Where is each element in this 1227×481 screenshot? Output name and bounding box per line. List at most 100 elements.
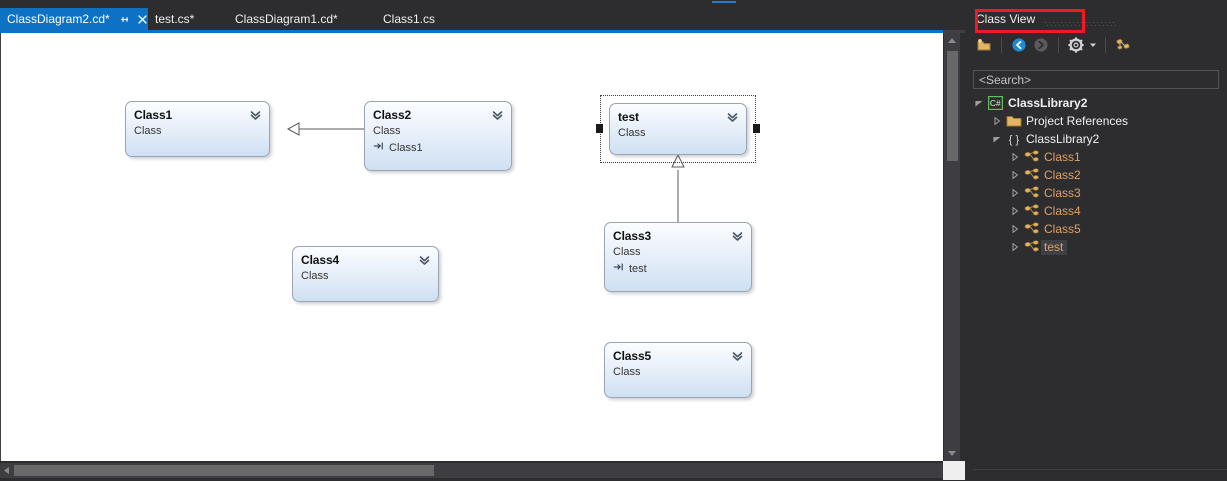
close-icon[interactable]	[137, 14, 148, 25]
class-view-tree-item-label: Class2	[1044, 168, 1081, 182]
class-shape-member-row[interactable]: Class1	[373, 141, 503, 155]
toolbar-separator	[1058, 37, 1059, 53]
expander-collapsed-icon[interactable]	[1007, 221, 1023, 237]
document-tab-label: ClassDiagram1.cd*	[235, 12, 338, 26]
forward-button[interactable]	[1030, 34, 1052, 56]
horizontal-scroll-thumb[interactable]	[14, 465, 434, 476]
expander-collapsed-icon[interactable]	[1007, 167, 1023, 183]
resize-handle[interactable]	[596, 124, 603, 133]
inheritance-arrow-icon	[613, 262, 624, 276]
document-tab-label: Class1.cs	[383, 12, 436, 26]
folder-icon	[1005, 113, 1022, 129]
class-view-tree-item[interactable]: Project References	[965, 112, 1227, 130]
chevron-double-down-icon[interactable]	[491, 109, 504, 122]
class-shape-name: Class4	[301, 253, 340, 267]
vertical-scroll-thumb[interactable]	[947, 51, 958, 161]
expander-collapsed-icon[interactable]	[1007, 203, 1023, 219]
header-drag-dots	[1045, 16, 1227, 26]
toolbar-separator	[1105, 37, 1106, 53]
document-tab[interactable]: ClassDiagram1.cd*	[228, 8, 376, 30]
class-shape-kind: Class	[613, 246, 641, 258]
svg-text:{ }: { }	[1008, 134, 1019, 146]
class-view-tree-item[interactable]: Class5	[965, 220, 1227, 238]
chevron-double-down-icon[interactable]	[249, 109, 262, 122]
chevron-double-down-icon[interactable]	[731, 350, 744, 363]
class-view-tree-item-label: Class3	[1044, 186, 1081, 200]
class-view-tree-item[interactable]: Class1	[965, 148, 1227, 166]
toolbar-separator	[1001, 37, 1002, 53]
expander-expanded-icon[interactable]	[989, 131, 1005, 147]
chevron-double-down-icon[interactable]	[726, 111, 739, 124]
class-view-header[interactable]: Class View	[965, 8, 1227, 30]
back-button[interactable]	[1008, 34, 1030, 56]
active-document-rule	[0, 30, 943, 33]
class-view-tree-item[interactable]: Class4	[965, 202, 1227, 220]
class-view-settings-button[interactable]	[1065, 34, 1087, 56]
new-folder-button[interactable]	[973, 34, 995, 56]
canvas-vertical-scrollbar[interactable]	[944, 33, 960, 461]
class-view-tree-item-label: test	[1041, 239, 1068, 255]
expander-expanded-icon[interactable]	[971, 95, 987, 111]
class-shape-member-row[interactable]: test	[613, 262, 743, 276]
document-tab[interactable]: Class1.cs	[376, 8, 458, 30]
expander-collapsed-icon[interactable]	[1007, 185, 1023, 201]
class-shape-kind: Class	[613, 366, 641, 378]
class-shape-kind: Class	[618, 127, 646, 139]
class-view-tree-item[interactable]: Class2	[965, 166, 1227, 184]
class-shape-name: Class1	[134, 108, 173, 122]
pin-icon[interactable]	[119, 14, 130, 25]
class-view-tree-item[interactable]: { } ClassLibrary2	[965, 130, 1227, 148]
connector-class3-to-test[interactable]	[671, 153, 685, 222]
class-view-search-input[interactable]: <Search>	[973, 70, 1219, 89]
connector-class2-to-class1[interactable]	[286, 122, 364, 136]
scroll-up-arrow-icon[interactable]	[944, 33, 960, 49]
csharp-project-icon: C#	[987, 95, 1004, 111]
class-view-tree-item-label: ClassLibrary2	[1026, 132, 1100, 146]
class-shape-kind: Class	[373, 125, 401, 137]
expander-collapsed-icon[interactable]	[1007, 149, 1023, 165]
settings-dropdown-caret-icon[interactable]	[1087, 34, 1099, 56]
class-view-tree-item-label: Class1	[1044, 150, 1081, 164]
window-top-strip	[0, 0, 1227, 8]
class-view-tree-item[interactable]: test	[965, 238, 1227, 256]
class-shape-name: Class2	[373, 108, 412, 122]
class-shape-kind: Class	[301, 270, 329, 282]
class-view-title: Class View	[976, 12, 1036, 26]
class-view-tree-item[interactable]: Class3	[965, 184, 1227, 202]
clipped-tab-indicator	[712, 1, 736, 3]
chevron-double-down-icon[interactable]	[731, 230, 744, 243]
document-tab-bar: ClassDiagram2.cd* test.cs* ClassDiagram1.c…	[0, 8, 965, 30]
class-icon	[1023, 149, 1040, 165]
chevron-double-down-icon[interactable]	[418, 254, 431, 267]
expander-collapsed-icon[interactable]	[989, 113, 1005, 129]
canvas-horizontal-scrollbar[interactable]	[0, 463, 943, 478]
class-view-tree-item[interactable]: C#ClassLibrary2	[965, 94, 1227, 112]
document-tab[interactable]: test.cs*	[148, 8, 228, 30]
view-class-diagram-button[interactable]	[1112, 34, 1134, 56]
class-icon	[1023, 203, 1040, 219]
class-shape-name: test	[618, 110, 639, 124]
class-shape-member-label: test	[629, 263, 647, 275]
document-tab[interactable]: ClassDiagram2.cd*	[0, 8, 148, 30]
class-shape-name: Class5	[613, 349, 652, 363]
expander-collapsed-icon[interactable]	[1007, 239, 1023, 255]
scroll-left-arrow-icon[interactable]	[0, 463, 14, 478]
document-tab-label: ClassDiagram2.cd*	[7, 12, 110, 26]
resize-handle[interactable]	[753, 124, 760, 133]
class-view-tree-item-label: Class4	[1044, 204, 1081, 218]
scroll-down-arrow-icon[interactable]	[944, 445, 960, 461]
class-icon	[1023, 221, 1040, 237]
search-placeholder: <Search>	[979, 72, 1032, 87]
